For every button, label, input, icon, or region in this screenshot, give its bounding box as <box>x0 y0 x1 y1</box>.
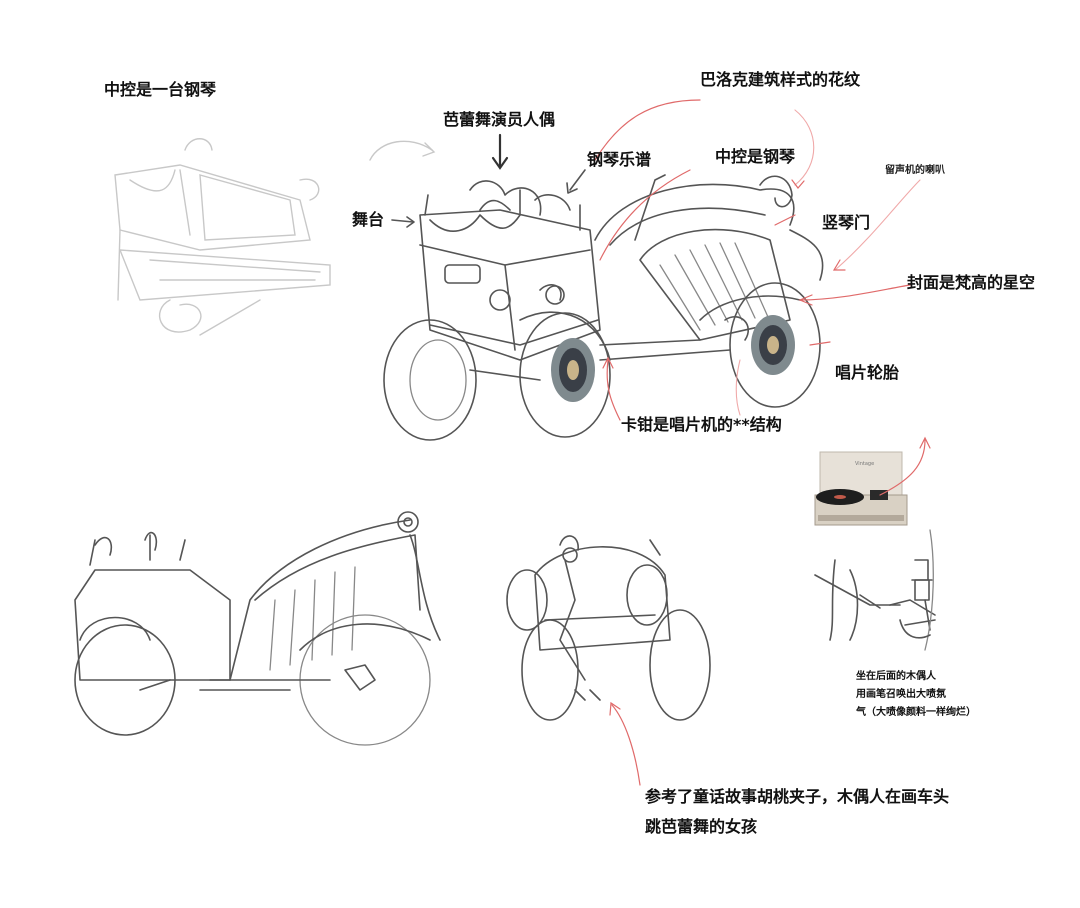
curve-arrow <box>369 140 433 161</box>
nutcracker-note-line-2: 跳芭蕾舞的女孩 <box>645 817 758 836</box>
label-baroque-pattern: 巴洛克建筑样式的花纹 <box>700 70 861 89</box>
rear-puppet-note-line-2: 用画笔召唤出大喷氛 <box>856 689 946 700</box>
label-caliper-structure: 卡钳是唱片机的**结构 <box>621 415 782 434</box>
side-view-sketch <box>74 511 441 746</box>
label-record-tire: 唱片轮胎 <box>835 363 900 382</box>
label-gramophone-horn: 留声机的喇叭 <box>885 165 945 176</box>
label-center-console-piano-left: 中控是一台钢琴 <box>104 80 217 99</box>
nutcracker-note-line-1: 参考了童话故事胡桃夹子，木偶人在画车头 <box>645 787 950 806</box>
label-stage: 舞台 <box>352 210 385 229</box>
red-arrow-baroque <box>594 99 701 161</box>
label-upright-piano-door: 竖琴门 <box>822 213 871 232</box>
piano-console-sketch <box>114 138 331 336</box>
main-car-sketch <box>383 174 824 441</box>
record-player-illustration: Vintage <box>814 451 908 526</box>
svg-text:Vintage: Vintage <box>855 461 874 467</box>
front-view-sketch <box>506 535 711 721</box>
rear-puppet-note-line-1: 坐在后面的木偶人 <box>856 671 936 682</box>
label-cover-starry: 封面是梵高的星空 <box>907 273 1036 292</box>
rear-puppet-note-line-3: 气（大喷像颜料一样绚烂） <box>856 707 976 718</box>
label-rear-puppet-note: 坐在后面的木偶人 用画笔召唤出大喷氛 气（大喷像颜料一样绚烂） <box>856 668 976 722</box>
label-ballet-puppet: 芭蕾舞演员人偶 <box>443 110 556 129</box>
label-piano-score: 钢琴乐谱 <box>587 150 652 169</box>
label-center-console-piano: 中控是钢琴 <box>715 147 796 166</box>
label-nutcracker-note: 参考了童话故事胡桃夹子，木偶人在画车头 跳芭蕾舞的女孩 <box>645 782 949 842</box>
rear-puppet-sketch <box>814 529 936 651</box>
red-arrow-nutcracker <box>611 704 641 786</box>
